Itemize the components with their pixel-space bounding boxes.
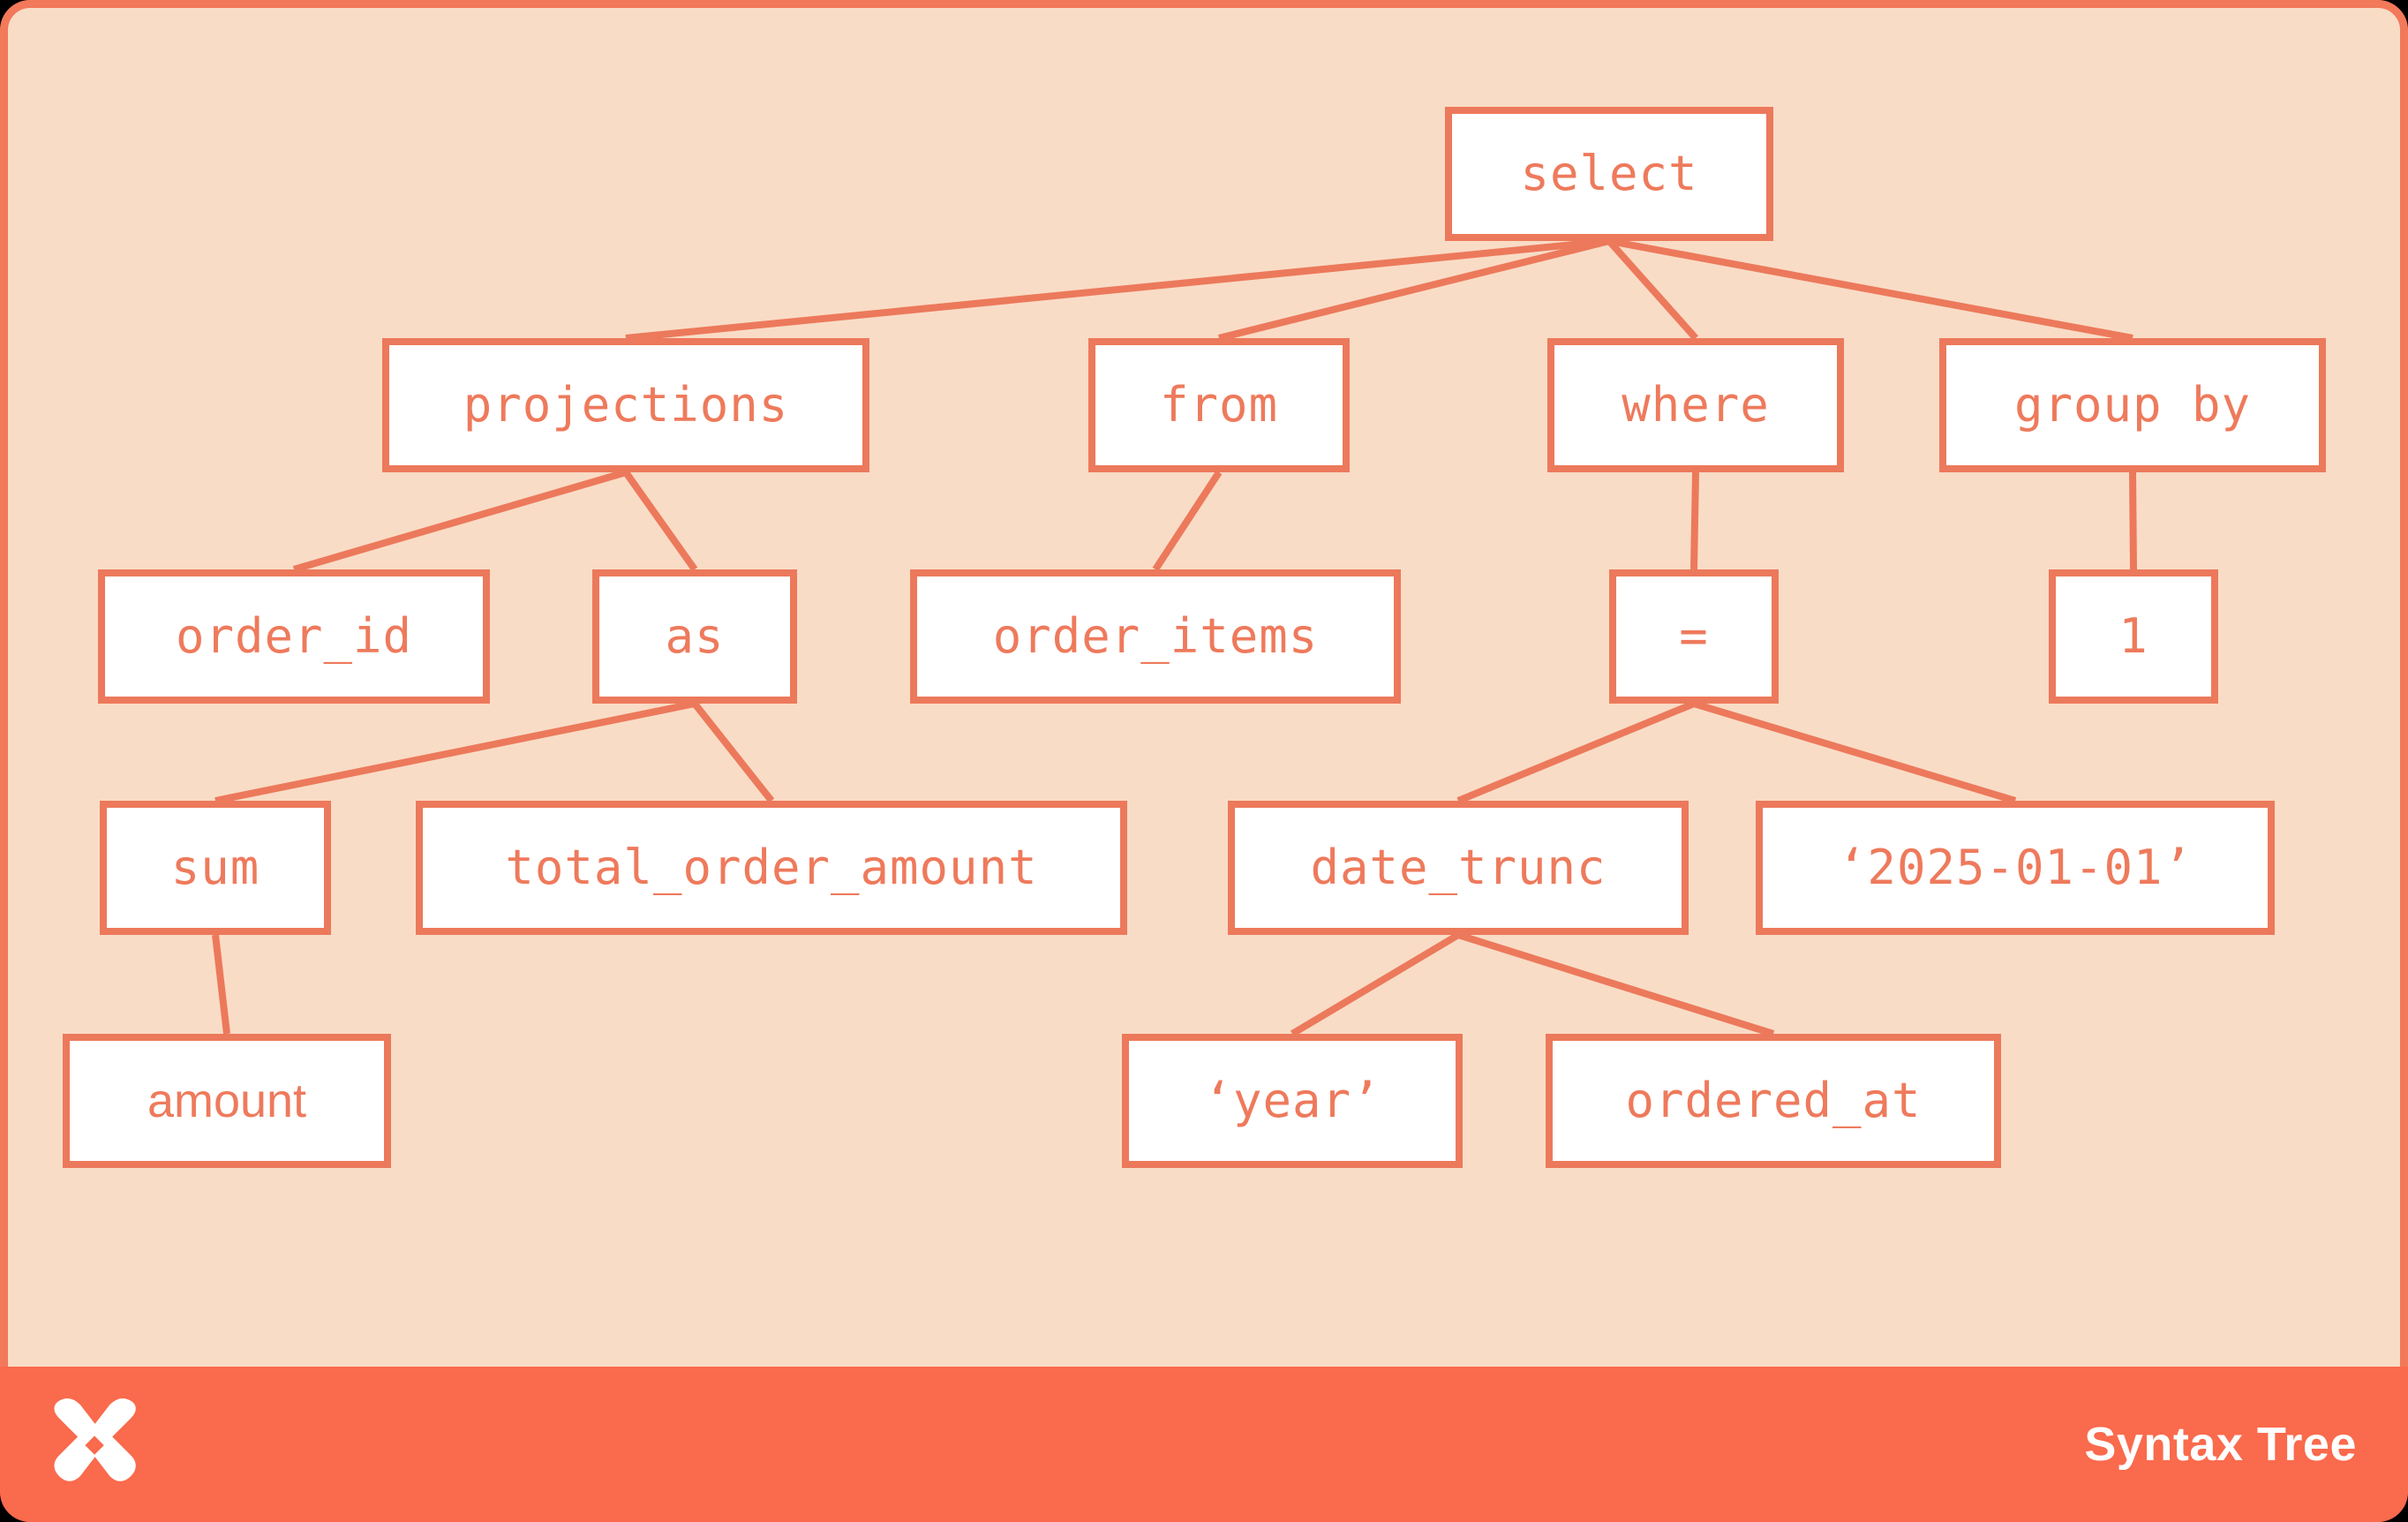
tree-edge-projections-to-as bbox=[622, 470, 698, 572]
tree-edge-select-to-where bbox=[1607, 238, 1698, 341]
tree-edge-select-to-projections bbox=[625, 237, 1610, 342]
tree-edge-projections-to-order_id bbox=[292, 469, 628, 573]
tree-node-label: ‘year’ bbox=[1203, 1073, 1381, 1128]
tree-edge-where-to-eq bbox=[1690, 471, 1699, 570]
tree-node-label: 1 bbox=[2118, 608, 2148, 664]
tree-node-date_trunc[interactable]: date_trunc bbox=[1228, 801, 1689, 935]
tree-edge-date_trunc-to-ordered_at bbox=[1456, 931, 1775, 1037]
tree-node-label: order_items bbox=[992, 608, 1319, 664]
tree-node-ordered_at[interactable]: ordered_at bbox=[1546, 1034, 2001, 1168]
tree-node-label: ordered_at bbox=[1625, 1073, 1922, 1128]
tree-node-select[interactable]: select bbox=[1445, 107, 1773, 241]
tree-node-as[interactable]: as bbox=[592, 569, 797, 704]
tree-node-projections[interactable]: projections bbox=[382, 338, 869, 472]
tree-node-label: from bbox=[1159, 377, 1279, 433]
tree-edge-sum-to-amount bbox=[212, 934, 230, 1035]
tree-edge-as-to-total_order_amount bbox=[691, 701, 775, 803]
tree-node-order_id[interactable]: order_id bbox=[98, 569, 490, 704]
tree-node-amount[interactable]: amount bbox=[63, 1034, 391, 1168]
tree-node-label: group by bbox=[2013, 377, 2252, 433]
tree-node-label: total_order_amount bbox=[505, 840, 1038, 895]
footer-title: Syntax Tree bbox=[2084, 1418, 2357, 1471]
tree-node-label: date_trunc bbox=[1310, 840, 1607, 895]
tree-node-date_literal[interactable]: ‘2025-01-01’ bbox=[1756, 801, 2275, 935]
tree-node-order_items[interactable]: order_items bbox=[910, 569, 1401, 704]
tree-node-label: as bbox=[665, 608, 725, 664]
tree-node-label: where bbox=[1622, 377, 1770, 433]
tree-node-from[interactable]: from bbox=[1088, 338, 1350, 472]
tree-edge-as-to-sum bbox=[214, 700, 696, 804]
tree-node-year_literal[interactable]: ‘year’ bbox=[1122, 1034, 1463, 1168]
tree-node-label: order_id bbox=[175, 608, 413, 664]
tree-node-eq[interactable]: = bbox=[1609, 569, 1779, 704]
tree-node-label: amount bbox=[147, 1074, 307, 1127]
four-point-star-icon bbox=[54, 1398, 136, 1481]
brand-logo bbox=[46, 1397, 141, 1492]
tree-edge-date_trunc-to-year_literal bbox=[1290, 931, 1461, 1037]
tree-node-label: ‘2025-01-01’ bbox=[1837, 840, 2194, 895]
tree-edge-select-to-from bbox=[1218, 237, 1610, 342]
footer-bar: Syntax Tree bbox=[0, 1367, 2408, 1522]
tree-node-label: sum bbox=[170, 840, 260, 895]
tree-canvas: select projections from where group by order_… bbox=[0, 0, 2408, 1367]
tree-node-one[interactable]: 1 bbox=[2049, 569, 2218, 704]
tree-node-label: projections bbox=[463, 377, 789, 433]
tree-edge-select-to-group_by bbox=[1608, 237, 2133, 342]
tree-node-label: select bbox=[1520, 146, 1698, 201]
tree-edge-from-to-order_items bbox=[1152, 470, 1223, 572]
tree-node-sum[interactable]: sum bbox=[100, 801, 331, 935]
tree-node-total_order_amount[interactable]: total_order_amount bbox=[416, 801, 1127, 935]
tree-edge-eq-to-date_literal bbox=[1692, 700, 2017, 804]
tree-node-where[interactable]: where bbox=[1547, 338, 1844, 472]
tree-edge-eq-to-date_trunc bbox=[1456, 700, 1696, 804]
tree-node-group_by[interactable]: group by bbox=[1939, 338, 2326, 472]
tree-node-label: = bbox=[1679, 608, 1709, 664]
